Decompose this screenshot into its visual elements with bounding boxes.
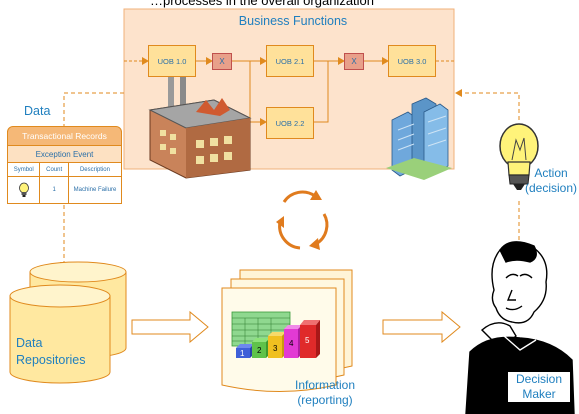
repository-to-information-arrow bbox=[131, 310, 209, 344]
column-count: Count bbox=[40, 163, 69, 176]
data-repository-icon bbox=[9, 261, 127, 384]
records-column-headers: Symbol Count Description bbox=[7, 163, 122, 177]
uob-1-box: UOB 1.0 bbox=[148, 45, 196, 77]
data-label: Data bbox=[24, 104, 51, 118]
information-to-decision-arrow bbox=[382, 310, 461, 344]
table-row: 1 Machine Failure bbox=[7, 177, 122, 204]
bar-number-4: 4 bbox=[289, 339, 294, 348]
row-symbol-cell bbox=[8, 177, 41, 203]
records-subtitle: Exception Event bbox=[7, 146, 122, 163]
bar-number-1: 1 bbox=[240, 349, 245, 358]
factory-icon bbox=[148, 60, 252, 179]
transactional-records-table: Transactional Records Exception Event Sy… bbox=[7, 126, 122, 204]
row-count-cell: 1 bbox=[40, 177, 69, 203]
information-label: Information (reporting) bbox=[294, 378, 356, 407]
x-gate-2: X bbox=[344, 53, 364, 70]
action-label: Action (decision) bbox=[524, 166, 578, 195]
x-gate-1: X bbox=[212, 53, 232, 70]
data-flow-line bbox=[63, 92, 124, 126]
header-fragment: …processes in the overall organization bbox=[150, 0, 375, 8]
bar-2 bbox=[252, 338, 270, 358]
column-symbol: Symbol bbox=[8, 163, 41, 176]
bar-number-5: 5 bbox=[305, 336, 310, 345]
bar-5 bbox=[300, 320, 320, 358]
lightbulb-icon bbox=[18, 182, 29, 197]
business-functions-title: Business Functions bbox=[238, 14, 348, 28]
column-description: Description bbox=[79, 166, 110, 173]
office-buildings-icon bbox=[386, 97, 452, 180]
action-to-panel-arrow bbox=[455, 89, 520, 120]
bar-3 bbox=[268, 332, 286, 358]
data-repositories-label: Data Repositories bbox=[16, 336, 86, 367]
bar-1 bbox=[236, 344, 254, 358]
cycle-icon bbox=[278, 190, 329, 250]
bar-number-2: 2 bbox=[257, 346, 262, 355]
information-report-icon bbox=[221, 269, 353, 392]
uob-2-1-box: UOB 2.1 bbox=[266, 45, 314, 77]
uob-2-2-box: UOB 2.2 bbox=[266, 107, 314, 139]
bar-number-3: 3 bbox=[273, 344, 278, 353]
decision-maker-label: Decision Maker bbox=[508, 372, 570, 402]
records-title: Transactional Records bbox=[7, 126, 122, 146]
row-description-cell: Machine Failure bbox=[73, 187, 117, 193]
uob-3-box: UOB 3.0 bbox=[388, 45, 436, 77]
lightbulb-icon bbox=[499, 123, 539, 190]
